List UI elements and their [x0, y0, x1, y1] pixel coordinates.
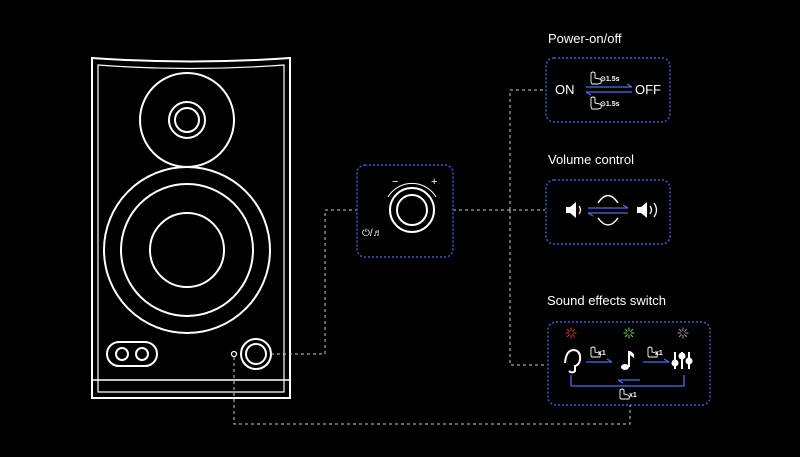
connector-knob-to-zoom — [271, 209, 357, 355]
knob-plus-label: + — [431, 176, 438, 188]
equalizer-icon — [671, 352, 693, 369]
hand-press-icon — [590, 71, 602, 110]
zoom-knob-outer — [389, 187, 435, 233]
speaker-inner-edge — [97, 64, 285, 393]
volume-up-icon — [637, 202, 647, 218]
tap-count-return: x1 — [629, 392, 637, 399]
connector-to-power — [509, 89, 545, 210]
rca-port-left — [115, 347, 129, 361]
tap-count-1: x1 — [598, 350, 606, 357]
tap-count-2: x1 — [655, 350, 663, 357]
zoom-knob-inner — [396, 194, 428, 226]
music-note-icon — [621, 351, 635, 370]
connector-led-to-effects — [233, 357, 631, 425]
woofer-outer — [103, 166, 271, 334]
woofer-cone — [149, 212, 225, 288]
volume-box — [545, 179, 671, 245]
led-red-icon — [565, 327, 577, 339]
power-off-label: OFF — [635, 82, 661, 97]
rca-port-plate — [106, 341, 158, 367]
led-green-icon — [623, 327, 635, 339]
effects-box — [547, 321, 711, 406]
woofer-surround — [120, 183, 254, 317]
tweeter-ring — [168, 101, 206, 139]
volume-title: Volume control — [548, 152, 634, 167]
speaker-led — [230, 350, 238, 358]
power-on-label: ON — [555, 82, 575, 97]
speaker-knob-inner — [245, 343, 267, 365]
tap-icons — [590, 346, 658, 400]
led-grey-icon — [677, 327, 689, 339]
power-music-label: ⏻/♬ — [362, 228, 383, 239]
rotate-left-icon — [597, 217, 619, 226]
rca-port-right — [135, 347, 149, 361]
knob-minus-label: − — [392, 176, 399, 188]
effects-return-loop — [570, 375, 685, 387]
tweeter-dome — [174, 107, 200, 133]
power-box — [545, 57, 671, 123]
speaker — [91, 56, 291, 399]
hold-duration-bottom: ⊙1.5s — [600, 101, 620, 108]
effects-title: Sound effects switch — [547, 293, 666, 308]
knob-zoom-box — [356, 164, 454, 258]
ear-icon — [564, 348, 582, 374]
hold-duration-top: ⊙1.5s — [600, 76, 620, 83]
rotate-right-icon — [597, 194, 619, 204]
connector-to-effects — [509, 210, 548, 366]
tweeter-outer — [139, 72, 235, 168]
volume-down-icon — [566, 202, 576, 218]
zoom-knob-arc — [387, 182, 437, 198]
speaker-cabinet — [91, 56, 291, 399]
connector-lines — [233, 89, 631, 425]
power-title: Power-on/off — [548, 31, 622, 46]
